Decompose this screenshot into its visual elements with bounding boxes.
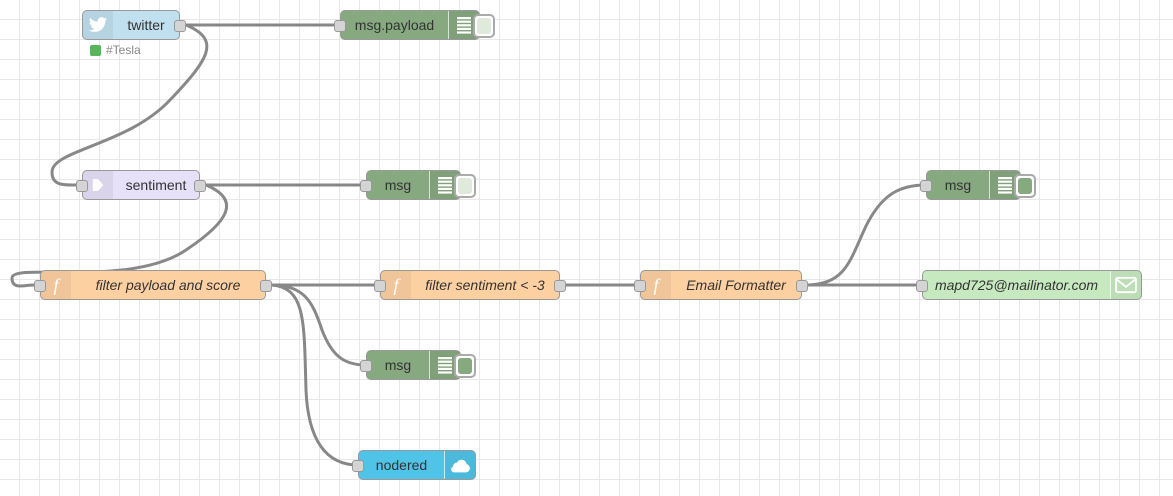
node-label-fn-filter-payload: filter payload and score <box>95 277 241 293</box>
envelope-icon <box>1110 271 1141 299</box>
status-text: #Tesla <box>106 43 141 57</box>
input-port-debug-msg-payload[interactable] <box>334 20 346 32</box>
node-fn-email-formatter[interactable]: f Email Formatter <box>634 270 808 300</box>
input-port-debug-msg-2[interactable] <box>360 360 372 372</box>
node-fn-filter-sentiment[interactable]: f filter sentiment < -3 <box>374 270 566 300</box>
output-port-twitter-in[interactable] <box>174 20 186 32</box>
output-port-fn-filter-payload[interactable] <box>260 280 272 292</box>
node-label-sentiment: sentiment <box>125 177 187 193</box>
debug-toggle-button-debug-msg-2[interactable] <box>454 354 476 378</box>
output-port-sentiment[interactable] <box>194 180 206 192</box>
input-port-fn-filter-payload[interactable] <box>34 280 46 292</box>
node-email-out[interactable]: mapd725@mailinator.com <box>916 270 1142 300</box>
node-label-fn-filter-sentiment: filter sentiment < -3 <box>425 277 545 293</box>
svg-text:f: f <box>53 275 61 295</box>
node-label-debug-msg-3: msg <box>944 177 972 193</box>
debug-toggle-button-debug-msg-payload[interactable] <box>473 14 495 38</box>
input-port-fn-filter-sentiment[interactable] <box>374 280 386 292</box>
status-dot-icon <box>90 44 101 56</box>
output-port-fn-email-formatter[interactable] <box>796 280 808 292</box>
node-twitter-in[interactable]: twitter <box>82 10 186 40</box>
function-f-icon: f <box>41 271 71 299</box>
input-port-debug-msg-3[interactable] <box>920 180 932 192</box>
node-fn-filter-payload[interactable]: f filter payload and score <box>34 270 272 300</box>
node-debug-msg-2[interactable]: msg <box>360 350 476 380</box>
node-sentiment[interactable]: sentiment <box>76 170 206 200</box>
arrow-right-icon <box>83 171 113 199</box>
function-f-icon: f <box>381 271 411 299</box>
input-port-sentiment[interactable] <box>76 180 88 192</box>
wire-fn-filter-payload-to-debug-msg-2[interactable] <box>270 283 368 367</box>
node-label-fn-email-formatter: Email Formatter <box>686 277 786 293</box>
cloud-icon <box>444 451 475 479</box>
function-f-icon: f <box>641 271 671 299</box>
node-label-twitter-in: twitter <box>127 17 165 33</box>
twitter-bird-icon <box>83 11 113 39</box>
node-status-twitter-in: #Tesla <box>90 43 141 57</box>
debug-toggle-button-debug-msg-1[interactable] <box>454 174 476 198</box>
debug-toggle-button-debug-msg-3[interactable] <box>1014 174 1036 198</box>
node-debug-msg-1[interactable]: msg <box>360 170 476 200</box>
node-label-debug-msg-1: msg <box>384 177 412 193</box>
node-debug-msg-3[interactable]: msg <box>920 170 1036 200</box>
node-label-debug-msg-payload: msg.payload <box>354 17 435 33</box>
output-port-fn-filter-sentiment[interactable] <box>554 280 566 292</box>
node-label-debug-msg-2: msg <box>384 357 412 373</box>
node-label-email-out: mapd725@mailinator.com <box>934 277 1099 293</box>
wire-fn-filter-payload-to-mqtt-nodered[interactable] <box>270 283 360 467</box>
svg-text:f: f <box>653 275 661 295</box>
node-label-mqtt-nodered: nodered <box>375 457 428 473</box>
node-mqtt-nodered[interactable]: nodered <box>352 450 476 480</box>
input-port-fn-email-formatter[interactable] <box>634 280 646 292</box>
input-port-email-out[interactable] <box>916 280 928 292</box>
svg-text:f: f <box>393 275 401 295</box>
input-port-debug-msg-1[interactable] <box>360 180 372 192</box>
wire-fn-email-formatter-to-debug-msg-3[interactable] <box>806 183 928 287</box>
node-debug-msg-payload[interactable]: msg.payload <box>334 10 495 40</box>
input-port-mqtt-nodered[interactable] <box>352 460 364 472</box>
